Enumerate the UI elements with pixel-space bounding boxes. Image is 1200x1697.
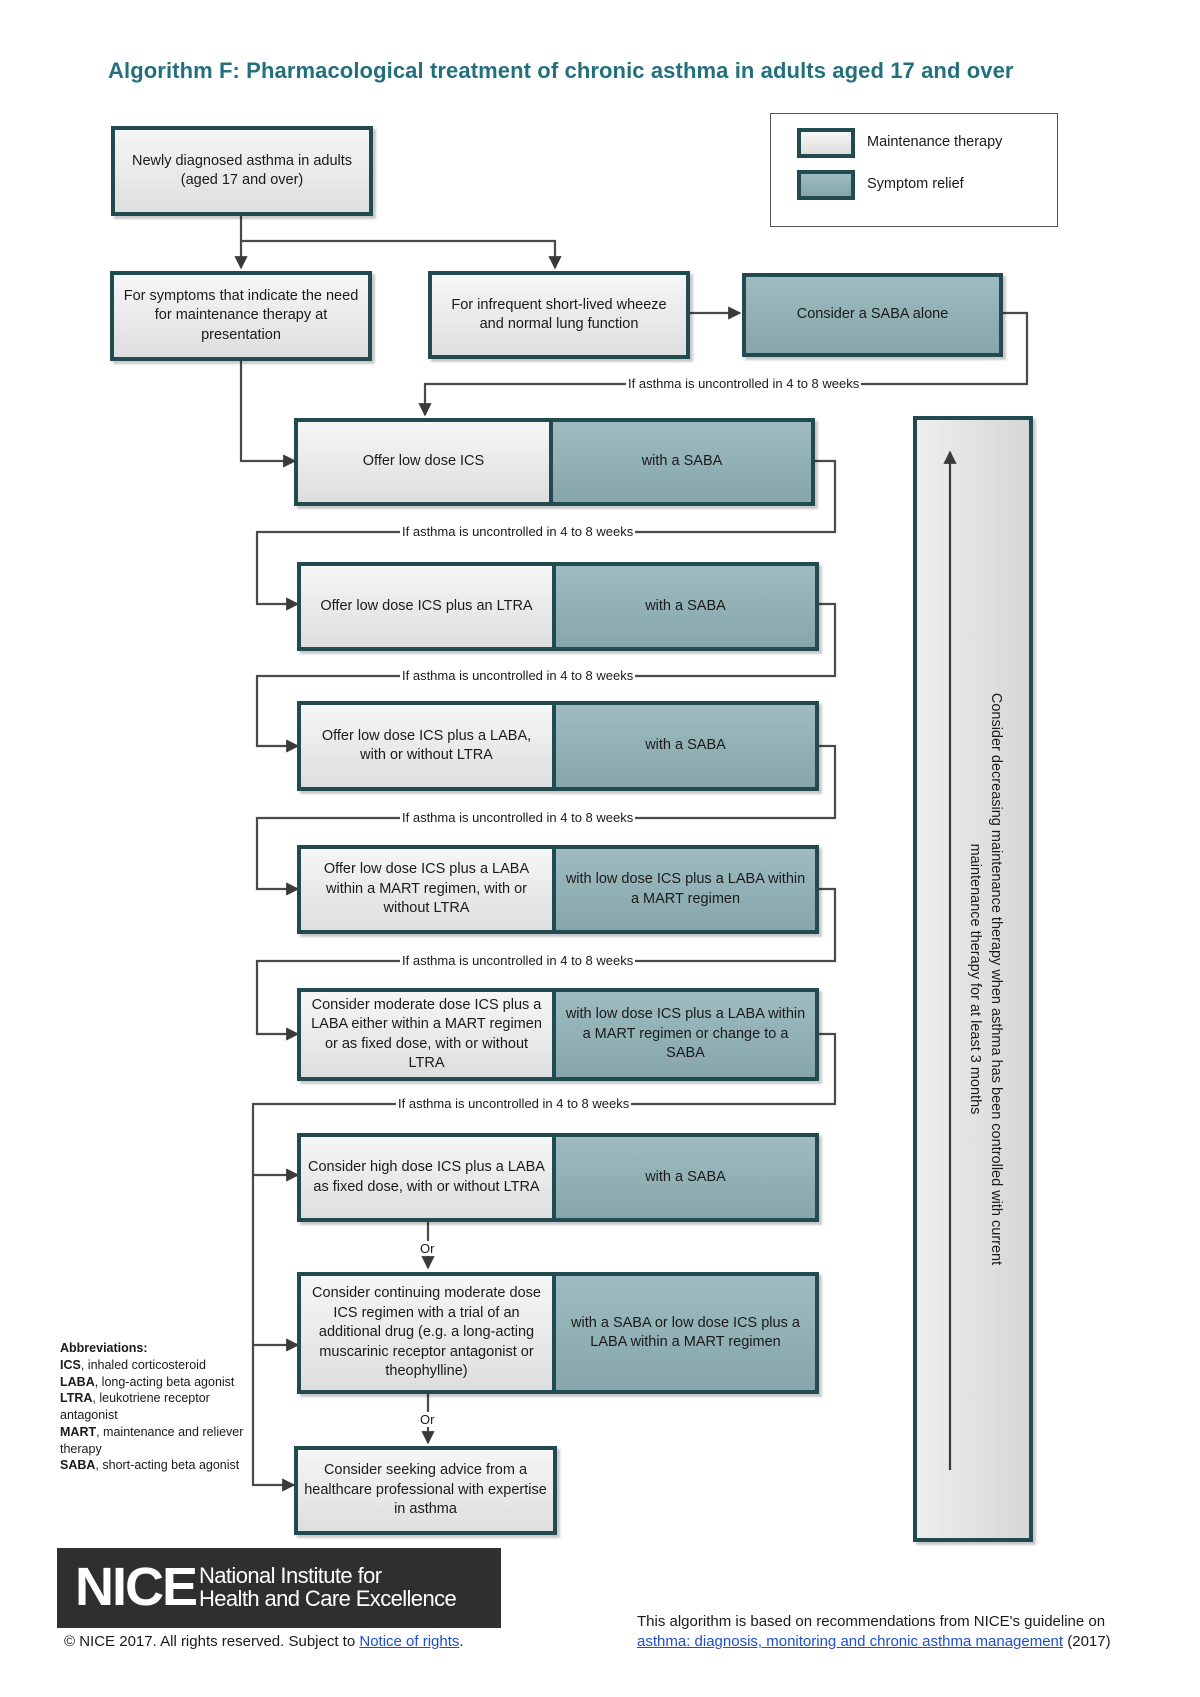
- step-down-text: Consider decreasing maintenance therapy …: [967, 692, 1005, 1266]
- abbreviation-item: LABA, long-acting beta agonist: [60, 1374, 235, 1389]
- step-2-relief: with a SABA: [556, 566, 815, 647]
- abbreviations: Abbreviations: ICS, inhaled corticostero…: [60, 1340, 245, 1474]
- nice-logo: NICE National Institute for Health and C…: [57, 1548, 501, 1628]
- legend-relief-label: Symptom relief: [867, 176, 964, 192]
- advice-node: Consider seeking advice from a healthcar…: [294, 1446, 557, 1535]
- abbreviation-item: SABA, short-acting beta agonist: [60, 1458, 240, 1473]
- source-note: This algorithm is based on recommendatio…: [637, 1613, 1111, 1651]
- page-title: Algorithm F: Pharmacological treatment o…: [108, 58, 1014, 83]
- legend-maintenance-label: Maintenance therapy: [867, 134, 1003, 150]
- step-4-maintenance: Offer low dose ICS plus a LABA within a …: [301, 849, 556, 930]
- step-6-relief: with a SABA: [556, 1137, 815, 1218]
- step-6-maintenance: Consider high dose ICS plus a LABA as fi…: [301, 1137, 556, 1218]
- step-2-maintenance: Offer low dose ICS plus an LTRA: [301, 566, 556, 647]
- nice-logo-subtitle: National Institute for Health and Care E…: [199, 1563, 457, 1612]
- uncontrolled-label: If asthma is uncontrolled in 4 to 8 week…: [400, 953, 636, 968]
- step-6: Consider high dose ICS plus a LABA as fi…: [297, 1133, 819, 1222]
- step-3: Offer low dose ICS plus a LABA, with or …: [297, 701, 819, 791]
- uncontrolled-label: If asthma is uncontrolled in 4 to 8 week…: [626, 376, 862, 391]
- legend-maintenance-swatch: [797, 128, 855, 158]
- nice-logo-word: NICE: [75, 1557, 198, 1617]
- uncontrolled-label: If asthma is uncontrolled in 4 to 8 week…: [400, 524, 636, 539]
- step-1: Offer low dose ICS with a SABA: [294, 418, 815, 506]
- step-down-panel: [913, 416, 1033, 1542]
- legend: Maintenance therapy Symptom relief: [770, 113, 1058, 227]
- step-2: Offer low dose ICS plus an LTRA with a S…: [297, 562, 819, 651]
- step-1-maintenance: Offer low dose ICS: [298, 422, 553, 502]
- infrequent-wheeze-node: For infrequent short-lived wheeze and no…: [428, 271, 690, 359]
- notice-of-rights-link[interactable]: Notice of rights: [359, 1633, 460, 1650]
- uncontrolled-label: If asthma is uncontrolled in 4 to 8 week…: [400, 668, 636, 683]
- or-label: Or: [417, 1241, 438, 1256]
- abbreviation-item: MART, maintenance and reliever therapy: [60, 1424, 244, 1456]
- step-7-relief: with a SABA or low dose ICS plus a LABA …: [556, 1276, 815, 1390]
- maintenance-at-presentation-node: For symptoms that indicate the need for …: [110, 271, 372, 361]
- step-5-relief: with low dose ICS plus a LABA within a M…: [556, 992, 815, 1077]
- step-1-relief: with a SABA: [553, 422, 811, 502]
- abbreviations-title: Abbreviations:: [60, 1341, 148, 1355]
- saba-alone-node: Consider a SABA alone: [742, 273, 1003, 357]
- or-label: Or: [417, 1412, 438, 1427]
- copyright-notice: © NICE 2017. All rights reserved. Subjec…: [64, 1633, 464, 1650]
- abbreviation-item: LTRA, leukotriene receptor antagonist: [60, 1391, 210, 1422]
- step-7: Consider continuing moderate dose ICS re…: [297, 1272, 819, 1394]
- step-5: Consider moderate dose ICS plus a LABA e…: [297, 988, 819, 1081]
- step-4-relief: with low dose ICS plus a LABA within a M…: [556, 849, 815, 930]
- step-7-maintenance: Consider continuing moderate dose ICS re…: [301, 1276, 556, 1390]
- abbreviation-item: ICS, inhaled corticosteroid: [60, 1357, 206, 1372]
- step-4: Offer low dose ICS plus a LABA within a …: [297, 845, 819, 934]
- step-3-relief: with a SABA: [556, 705, 815, 787]
- guideline-link[interactable]: asthma: diagnosis, monitoring and chroni…: [637, 1633, 1064, 1651]
- step-3-maintenance: Offer low dose ICS plus a LABA, with or …: [301, 705, 556, 787]
- start-node: Newly diagnosed asthma in adults (aged 1…: [111, 126, 373, 216]
- legend-relief-swatch: [797, 170, 855, 200]
- uncontrolled-label: If asthma is uncontrolled in 4 to 8 week…: [400, 810, 636, 825]
- uncontrolled-label: If asthma is uncontrolled in 4 to 8 week…: [396, 1096, 632, 1111]
- step-5-maintenance: Consider moderate dose ICS plus a LABA e…: [301, 992, 556, 1077]
